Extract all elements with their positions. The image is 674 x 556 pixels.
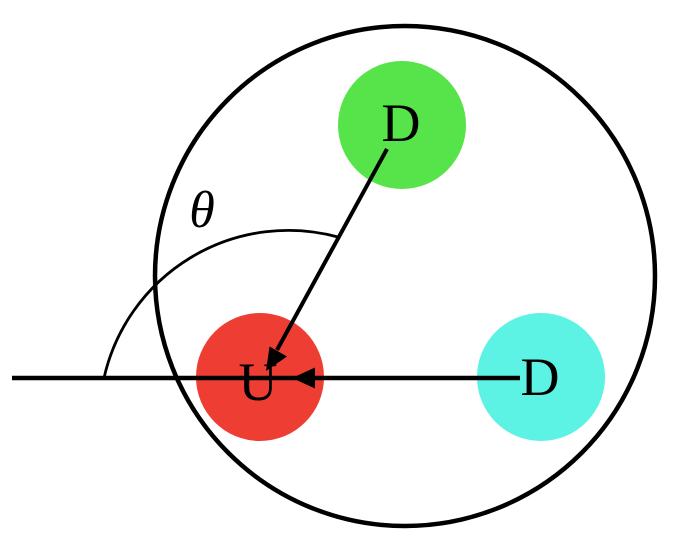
label-particle-u: U bbox=[239, 352, 278, 412]
arrowhead-diagonal-icon bbox=[266, 346, 287, 371]
arrow-line-d-top-to-u bbox=[275, 148, 389, 351]
boundary-circle bbox=[152, 23, 658, 529]
arrowhead-horizontal-left-icon bbox=[292, 367, 315, 389]
label-theta: θ bbox=[189, 182, 215, 239]
particle-circle-d-top bbox=[338, 61, 466, 189]
label-particle-d-right: D bbox=[521, 347, 560, 407]
angle-arc bbox=[102, 229, 339, 379]
label-particle-d-top: D bbox=[382, 93, 421, 153]
particle-circle-d-right bbox=[477, 313, 605, 441]
